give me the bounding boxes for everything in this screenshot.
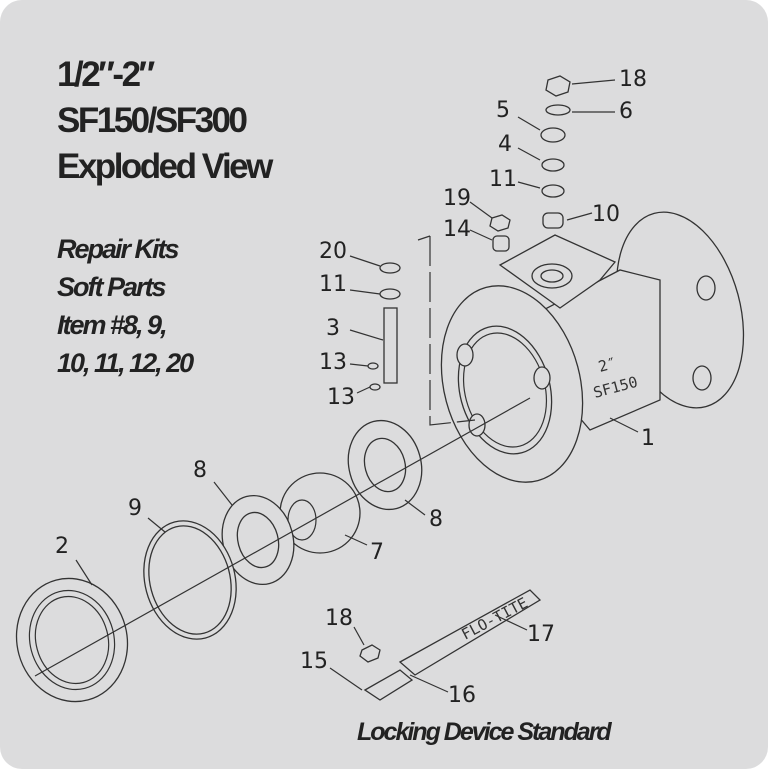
callout-label: 13 (319, 350, 347, 375)
title-size: 1/2″-2″ (57, 55, 155, 94)
diagram-title: 1/2″-2″ SF150/SF300 Exploded View (57, 52, 273, 190)
leader-lines (75, 79, 639, 693)
callout-labels: 18 6 5 4 11 10 19 14 20 11 3 13 13 1 8 7… (55, 67, 655, 708)
internal-parts (15, 397, 531, 703)
callout-label: 4 (498, 132, 512, 157)
callout-label: 3 (326, 316, 340, 341)
kits-line: 10, 11, 12, 20 (57, 348, 194, 378)
callout-label: 13 (327, 385, 355, 410)
valve-body: 2″ SF150 (440, 211, 745, 483)
title-view: Exploded View (57, 147, 273, 186)
callout-label: 14 (443, 217, 471, 242)
body-size-marking: 2″ (596, 354, 618, 376)
callout-label: 19 (443, 186, 471, 211)
callout-label: 2 (55, 534, 69, 559)
kits-line: Soft Parts (57, 272, 167, 302)
stem-stack (367, 75, 571, 426)
callout-label: 11 (319, 272, 347, 297)
kits-line: Item #8, 9, (57, 310, 168, 340)
footer-caption: Locking Device Standard (357, 718, 612, 746)
callout-label: 16 (448, 683, 476, 708)
callout-label: 18 (325, 606, 353, 631)
callout-label: 15 (300, 649, 328, 674)
callout-label: 7 (370, 540, 384, 565)
title-model: SF150/SF300 (57, 101, 248, 140)
callout-label: 6 (619, 99, 633, 124)
callout-label: 11 (489, 167, 517, 192)
callout-label: 18 (619, 67, 647, 92)
callout-label: 20 (319, 239, 347, 264)
callout-label: 9 (128, 496, 142, 521)
callout-label: 10 (592, 202, 620, 227)
callout-label: 8 (193, 458, 207, 483)
callout-label: 5 (496, 98, 510, 123)
handle-marking: FLO-TITE (458, 594, 530, 644)
callout-label: 1 (641, 426, 655, 451)
callout-label: 8 (429, 507, 443, 532)
callout-label: 17 (527, 622, 555, 647)
kits-line: Repair Kits (57, 234, 180, 264)
repair-kits-note: Repair Kits Soft Parts Item #8, 9, 10, 1… (57, 230, 194, 382)
